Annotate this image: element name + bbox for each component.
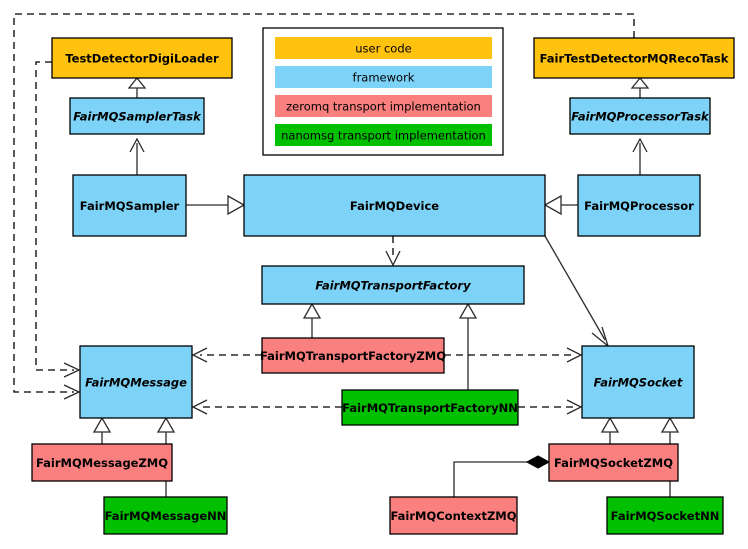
legend-items: user code framework zeromq transport imple… xyxy=(275,37,492,146)
class-node-FairMQMessage[interactable]: FairMQMessage xyxy=(79,345,193,419)
edge-device-socket xyxy=(544,235,610,348)
class-node-box[interactable] xyxy=(548,443,679,482)
class-node-label: FairTestDetectorMQRecoTask xyxy=(540,52,729,66)
class-node-box[interactable] xyxy=(103,496,228,535)
arrowhead-recotask-message xyxy=(63,384,81,400)
edge-tfzmq-message xyxy=(191,347,262,363)
class-node-label: FairMQSocket xyxy=(594,376,683,390)
legend-swatch xyxy=(275,124,492,146)
class-node-FairMQMessageNN[interactable]: FairMQMessageNN xyxy=(103,496,228,535)
edge-socketzmq-socket xyxy=(600,416,620,444)
class-node-box[interactable] xyxy=(569,97,711,135)
class-node-box[interactable] xyxy=(69,97,205,135)
legend-item-1: framework xyxy=(275,66,492,88)
legend-item-0: user code xyxy=(275,37,492,59)
class-node-FairMQSocketZMQ[interactable]: FairMQSocketZMQ xyxy=(548,443,679,482)
arrowhead-digiloader-message xyxy=(63,362,81,378)
edge-tfnn-socket xyxy=(518,399,583,415)
class-node-FairMQTransportFactoryNN[interactable]: FairMQTransportFactoryNN xyxy=(341,389,519,426)
edge-processor-device xyxy=(543,194,578,216)
legend-label: zeromq transport implementation xyxy=(286,100,481,114)
dependency-path-digiloader-to-message xyxy=(35,61,74,371)
class-node-box[interactable] xyxy=(72,174,187,237)
class-node-label: FairMQSampler xyxy=(80,199,180,213)
edge-processor-processortask xyxy=(632,137,648,175)
class-node-FairMQSampler[interactable]: FairMQSampler xyxy=(72,174,187,237)
class-node-box[interactable] xyxy=(341,389,519,426)
class-node-box[interactable] xyxy=(261,337,445,374)
dependency-path-recotask-to-message xyxy=(13,13,635,393)
class-node-label: FairMQTransportFactoryNN xyxy=(342,401,518,415)
legend-item-2: zeromq transport implementation xyxy=(275,95,492,117)
edge-messagezmq-message xyxy=(92,416,112,444)
class-node-label: FairMQSocketZMQ xyxy=(554,456,673,470)
edge-tfnn-message xyxy=(191,399,342,415)
edge-tfnn-transportfactory xyxy=(458,302,478,390)
class-node-label: FairMQContextZMQ xyxy=(390,509,516,523)
edge-socketzmq-contextzmq-composition xyxy=(453,455,551,497)
class-node-box[interactable] xyxy=(533,37,735,79)
class-node-FairMQSocketNN[interactable]: FairMQSocketNN xyxy=(606,496,724,535)
class-node-label: FairMQTransportFactory xyxy=(315,279,471,293)
class-node-FairMQSocket[interactable]: FairMQSocket xyxy=(581,345,695,419)
class-node-box[interactable] xyxy=(581,345,695,419)
class-node-FairMQContextZMQ[interactable]: FairMQContextZMQ xyxy=(389,496,518,535)
legend-swatch xyxy=(275,95,492,117)
class-node-label: FairMQMessageZMQ xyxy=(36,456,168,470)
class-node-FairMQTransportFactoryZMQ[interactable]: FairMQTransportFactoryZMQ xyxy=(260,337,446,374)
class-node-label: FairMQSamplerTask xyxy=(73,110,202,124)
legend-panel: user code framework zeromq transport imple… xyxy=(262,27,504,156)
class-node-box[interactable] xyxy=(243,174,546,237)
class-node-box[interactable] xyxy=(389,496,518,535)
class-node-box[interactable] xyxy=(51,37,233,79)
class-node-FairMQProcessor[interactable]: FairMQProcessor xyxy=(577,174,701,237)
edge-sampler-device xyxy=(186,194,246,216)
legend-label: framework xyxy=(353,71,415,85)
class-node-box[interactable] xyxy=(261,265,525,305)
edge-tfzmq-socket xyxy=(444,347,583,363)
legend-label: nanomsg transport implementation xyxy=(281,129,486,143)
edge-tfzmq-transportfactory xyxy=(302,302,322,338)
class-node-TestDetectorDigiLoader[interactable]: TestDetectorDigiLoader xyxy=(51,37,233,79)
edge-device-transportfactory xyxy=(385,236,401,267)
class-node-FairTestDetectorMQRecoTask[interactable]: FairTestDetectorMQRecoTask xyxy=(533,37,735,79)
dependency-routing-lines xyxy=(13,13,635,400)
class-node-label: FairMQSocketNN xyxy=(611,509,720,523)
class-node-FairMQSamplerTask[interactable]: FairMQSamplerTask xyxy=(69,97,205,135)
class-node-FairMQProcessorTask[interactable]: FairMQProcessorTask xyxy=(569,97,711,135)
class-node-label: FairMQProcessor xyxy=(584,199,694,213)
legend-swatch xyxy=(275,66,492,88)
class-node-label: FairMQMessage xyxy=(85,376,187,390)
class-node-label: FairMQMessageNN xyxy=(105,509,227,523)
class-node-box[interactable] xyxy=(31,443,173,482)
class-node-label: FairMQProcessorTask xyxy=(571,110,710,124)
class-node-label: FairMQTransportFactoryZMQ xyxy=(260,349,446,363)
class-boxes: TestDetectorDigiLoader FairTestDetectorMQ… xyxy=(31,37,735,535)
class-node-box[interactable] xyxy=(606,496,724,535)
legend-label: user code xyxy=(355,42,411,56)
legend-swatch xyxy=(275,37,492,59)
class-node-FairMQDevice[interactable]: FairMQDevice xyxy=(243,174,546,237)
class-node-label: TestDetectorDigiLoader xyxy=(65,52,219,66)
class-node-FairMQMessageZMQ[interactable]: FairMQMessageZMQ xyxy=(31,443,173,482)
class-node-FairMQTransportFactory[interactable]: FairMQTransportFactory xyxy=(261,265,525,305)
class-node-label: FairMQDevice xyxy=(350,199,439,213)
class-node-box[interactable] xyxy=(79,345,193,419)
edge-sampler-samplertask xyxy=(129,137,145,175)
class-node-box[interactable] xyxy=(577,174,701,237)
edge-samplertask-digiloader xyxy=(127,76,147,98)
edge-processortask-recotask xyxy=(630,76,650,98)
legend-item-3: nanomsg transport implementation xyxy=(275,124,492,146)
